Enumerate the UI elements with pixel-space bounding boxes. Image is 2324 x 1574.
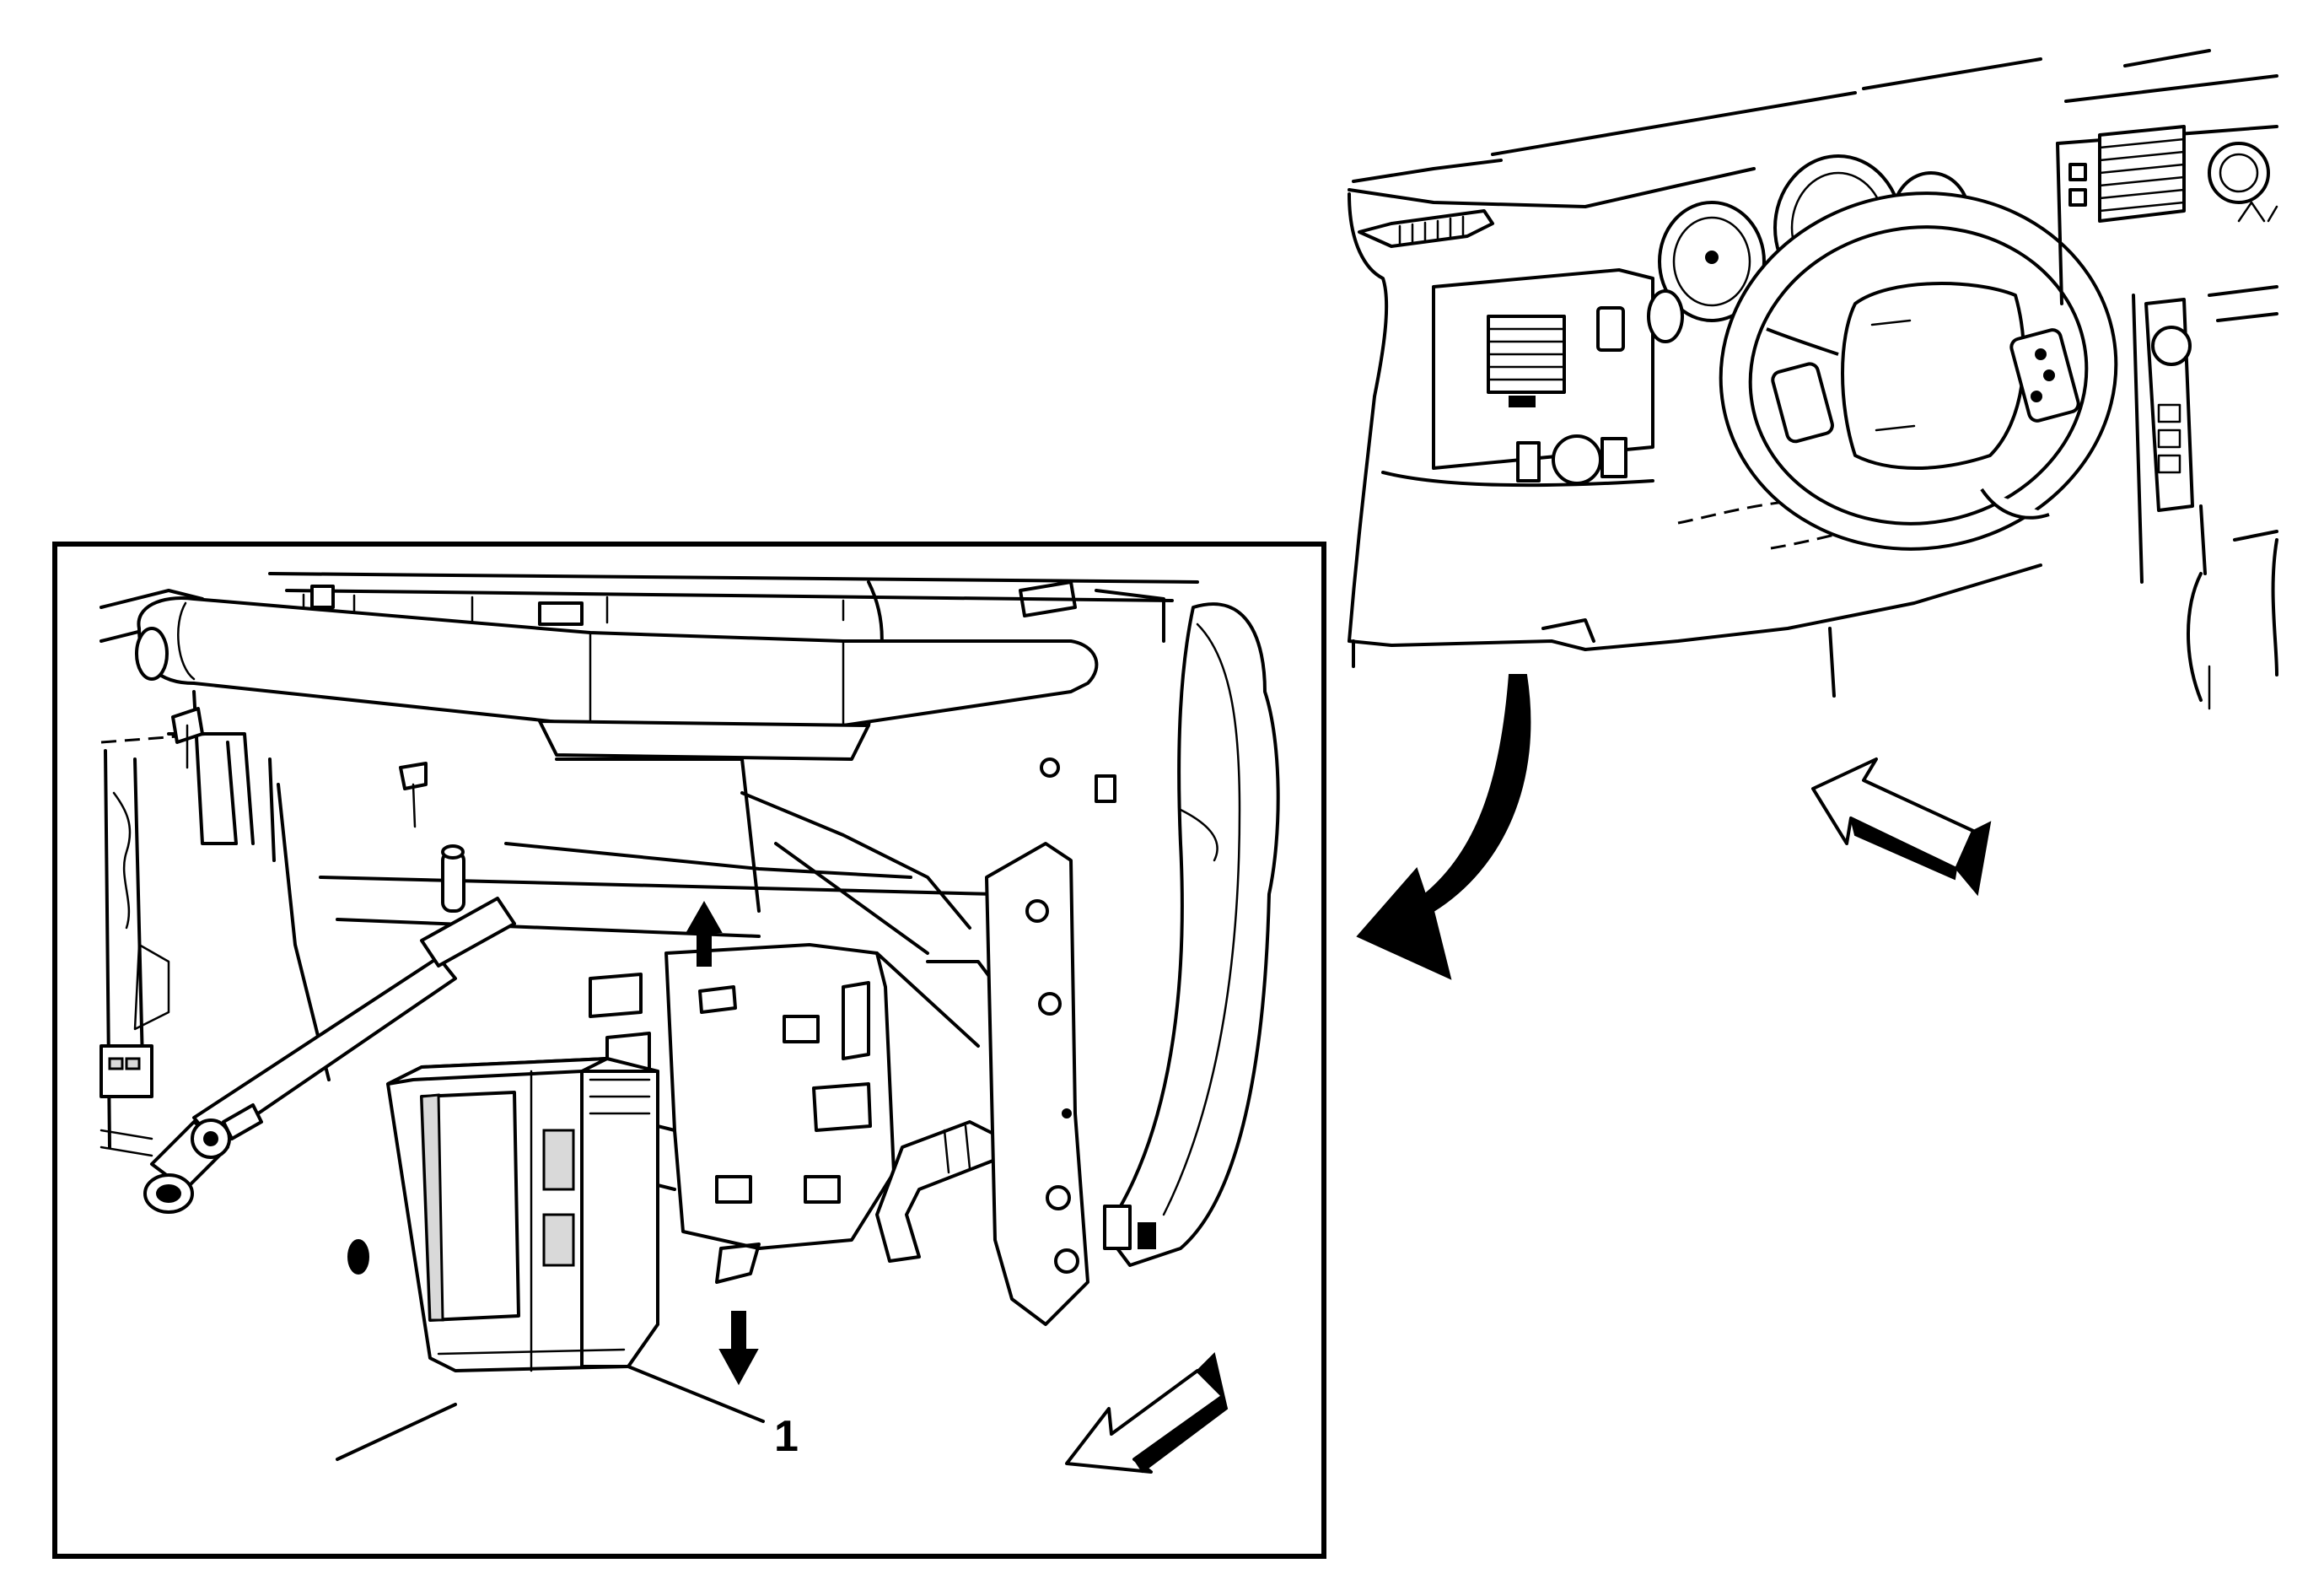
switch-icon [1596,306,1625,352]
mounting-bolts [171,707,465,913]
callout-1-label: 1 [774,1412,799,1461]
cross-car-beam [135,596,1099,761]
switch-icon [1516,441,1541,482]
pillar-bracket [985,842,1089,1326]
switch-icon [1600,437,1627,478]
electronic-module [386,1057,659,1372]
access-hole [347,1239,369,1275]
center-console [2056,125,2278,710]
module-bracket [589,943,896,1250]
hvac-knob-icon [2208,142,2270,204]
steering-shaft [143,897,516,1214]
wheel-controls-left [1771,362,1834,444]
down-arrow-icon [718,1311,759,1386]
side-trim-panel [1103,602,1280,1267]
detail-view-direction-arrow-icon [1065,1352,1229,1474]
dashboard-overview [1348,49,2278,897]
transition-arrow-icon [1356,674,1531,980]
center-vent-left [1487,315,1566,407]
left-air-vent [1358,209,1494,248]
harness-connectors [100,791,170,1157]
leader-line [336,1403,457,1461]
detail-view: 1 [52,542,1326,1559]
view-direction-arrow-icon [1811,757,1992,897]
callout-1-leader [627,1365,765,1423]
up-arrow-icon [686,900,723,967]
steering-wheel [1719,191,2118,551]
knob-icon [1552,434,1602,485]
